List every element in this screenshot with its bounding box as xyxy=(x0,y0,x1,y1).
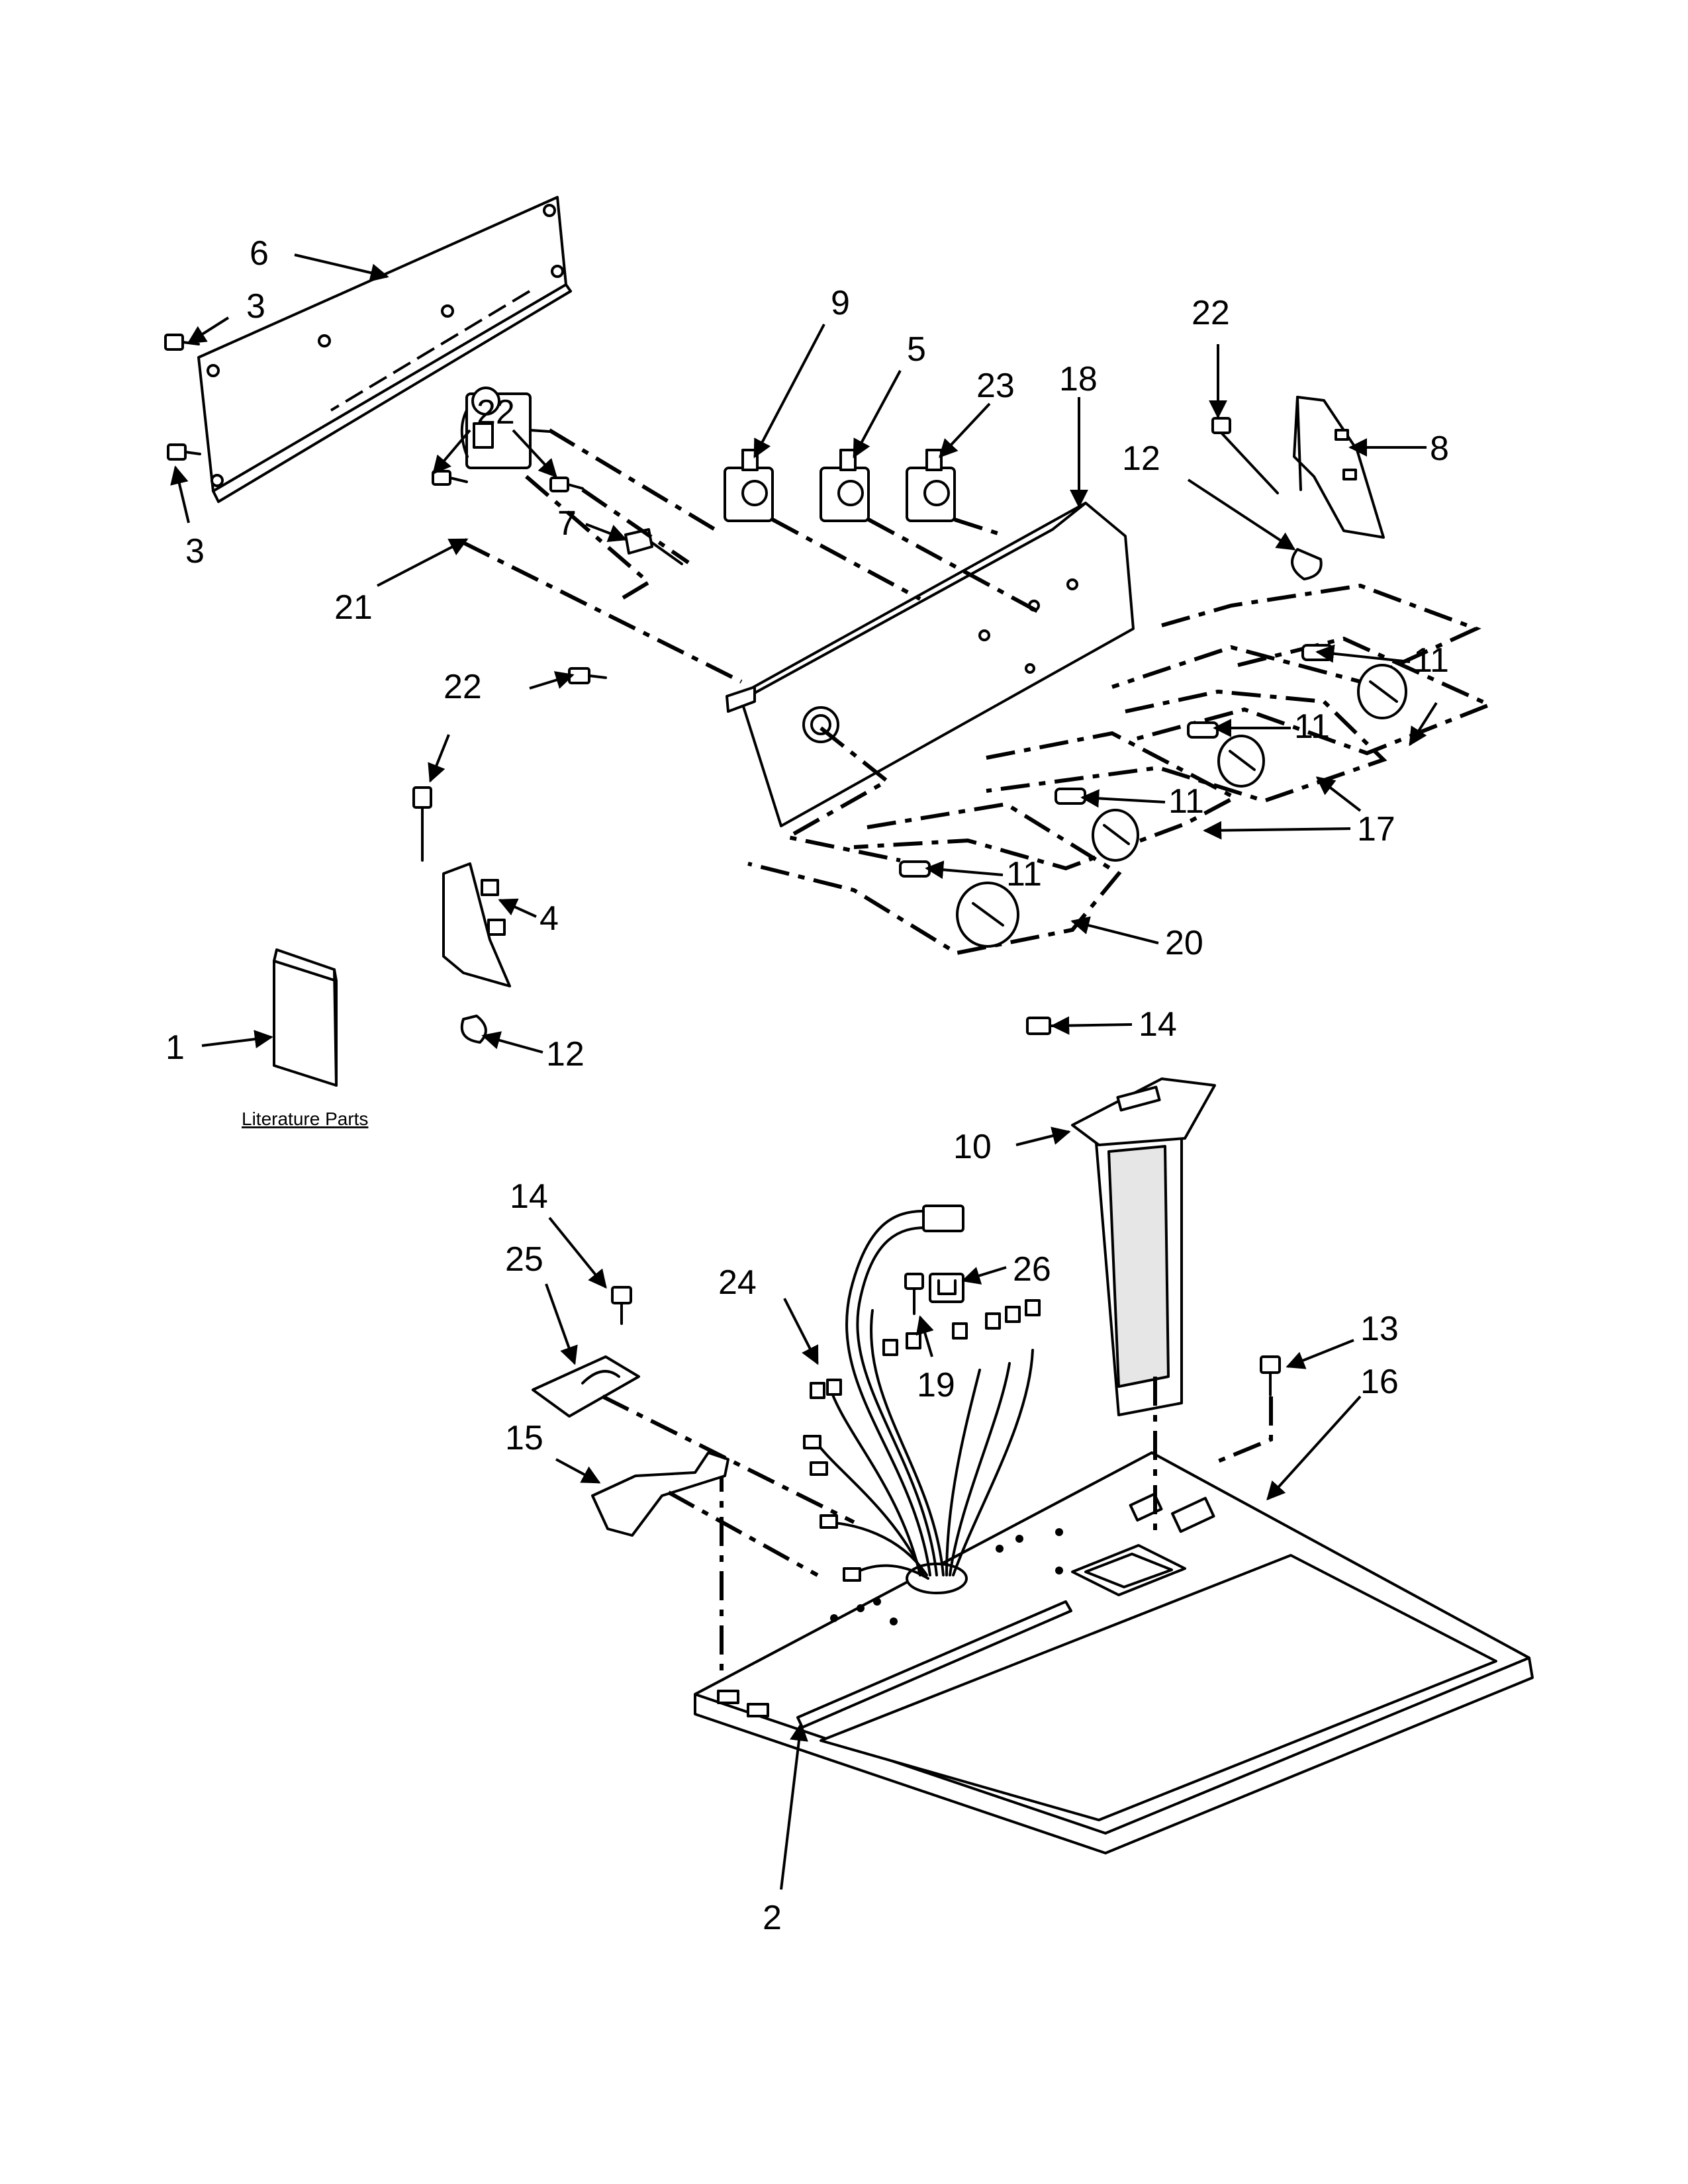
literature-parts-label: Literature Parts xyxy=(242,1109,368,1129)
callout-22-bracket: 22 xyxy=(1192,294,1230,332)
callout-11-c: 11 xyxy=(1168,782,1204,821)
callout-24: 24 xyxy=(718,1263,757,1302)
bracket-part-7 xyxy=(624,528,683,565)
knob-3 xyxy=(1055,788,1139,862)
callout-16: 16 xyxy=(1360,1363,1399,1401)
callout-7: 7 xyxy=(557,504,577,543)
leader-lines xyxy=(170,253,1438,1890)
callout-18: 18 xyxy=(1059,360,1098,398)
callout-23: 23 xyxy=(976,367,1015,405)
callout-11-d: 11 xyxy=(1006,855,1042,893)
screw-part-14-lower xyxy=(611,1286,632,1325)
callout-14-lower: 14 xyxy=(510,1177,548,1216)
callout-26: 26 xyxy=(1013,1250,1051,1289)
callout-5: 5 xyxy=(907,330,926,369)
screw-part-19 xyxy=(904,1273,924,1315)
callout-13: 13 xyxy=(1360,1310,1399,1348)
screw-part-22-left-bracket xyxy=(412,786,432,862)
clamp-part-26 xyxy=(929,1273,964,1303)
callout-8: 8 xyxy=(1430,430,1449,468)
knob-4 xyxy=(899,860,1019,948)
clip-part-12-upper xyxy=(1291,548,1323,580)
clip-part-12-lower xyxy=(460,1015,487,1044)
shield-part-15 xyxy=(591,1451,729,1537)
callout-21: 21 xyxy=(334,588,373,627)
switch-part-5 xyxy=(820,449,870,522)
screw-part-22-lower-left xyxy=(568,667,607,684)
callout-11-a: 11 xyxy=(1413,641,1449,680)
switch-part-23 xyxy=(906,449,956,522)
timer-motor xyxy=(460,387,551,469)
wire-harness xyxy=(803,1205,1041,1582)
screw-part-13 xyxy=(1260,1355,1281,1396)
callout-14-upper: 14 xyxy=(1139,1005,1177,1044)
callout-17: 17 xyxy=(1357,810,1395,848)
lint-screen xyxy=(1071,1077,1216,1416)
screw-part-22-right xyxy=(549,477,584,492)
callout-9: 9 xyxy=(831,284,850,322)
bracket-part-8 xyxy=(1293,396,1385,539)
callout-12-lower: 12 xyxy=(546,1035,585,1073)
callout-22-timer: 22 xyxy=(477,393,515,432)
literature-book xyxy=(273,948,338,1087)
callout-3-upper: 3 xyxy=(246,287,265,326)
knob-2 xyxy=(1187,721,1265,788)
screw-part-22-left xyxy=(432,470,468,486)
callout-2: 2 xyxy=(763,1899,782,1937)
callout-22-console: 22 xyxy=(444,668,482,706)
top-panel xyxy=(694,1451,1534,1854)
rear-panel xyxy=(197,196,572,503)
callout-10: 10 xyxy=(953,1128,992,1166)
callout-15: 15 xyxy=(505,1419,543,1457)
screw-part-22-right-bracket xyxy=(1211,417,1279,494)
callout-12-upper: 12 xyxy=(1122,439,1160,478)
callout-11-b: 11 xyxy=(1294,707,1330,746)
callout-4: 4 xyxy=(539,899,559,938)
callout-20: 20 xyxy=(1165,924,1203,962)
callout-1: 1 xyxy=(165,1028,185,1067)
screw-part-3-lower xyxy=(167,443,201,461)
callout-25: 25 xyxy=(505,1240,543,1279)
callout-19: 19 xyxy=(917,1366,955,1404)
screw-part-3-upper xyxy=(164,334,200,351)
callout-6: 6 xyxy=(250,234,269,273)
bracket-part-25 xyxy=(532,1355,640,1418)
bracket-part-4 xyxy=(442,862,511,987)
callout-3-lower: 3 xyxy=(185,532,205,570)
switch-part-9 xyxy=(724,449,774,522)
